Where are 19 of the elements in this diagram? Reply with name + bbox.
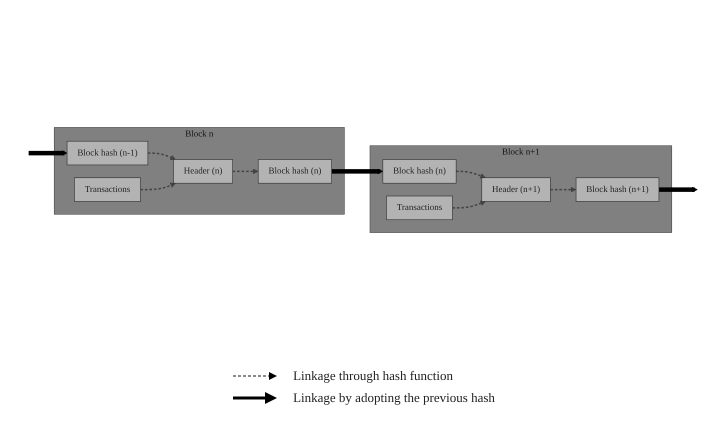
node-box: Block hash (n): [258, 159, 332, 184]
node-box: Block hash (n-1): [66, 140, 148, 166]
node-box: Block hash (n): [382, 159, 456, 184]
node-box: Header (n+1): [481, 177, 551, 202]
arrow: [331, 168, 384, 174]
dashed-arrow: [456, 170, 486, 179]
arrow: [28, 150, 68, 156]
dashed-arrow: [232, 168, 258, 174]
legend-text: Linkage by adopting the previous hash: [293, 390, 495, 406]
node-box: Header (n): [173, 159, 233, 184]
dashed-arrow: [148, 152, 176, 160]
dashed-arrow: [452, 200, 486, 209]
legend-text: Linkage through hash function: [293, 368, 454, 384]
node-box: Block hash (n+1): [576, 177, 660, 202]
arrow: [658, 186, 698, 192]
node-box: Transactions: [386, 196, 453, 220]
dashed-arrow: [550, 186, 576, 192]
node-box: Transactions: [74, 177, 141, 202]
dashed-arrow: [140, 182, 176, 190]
